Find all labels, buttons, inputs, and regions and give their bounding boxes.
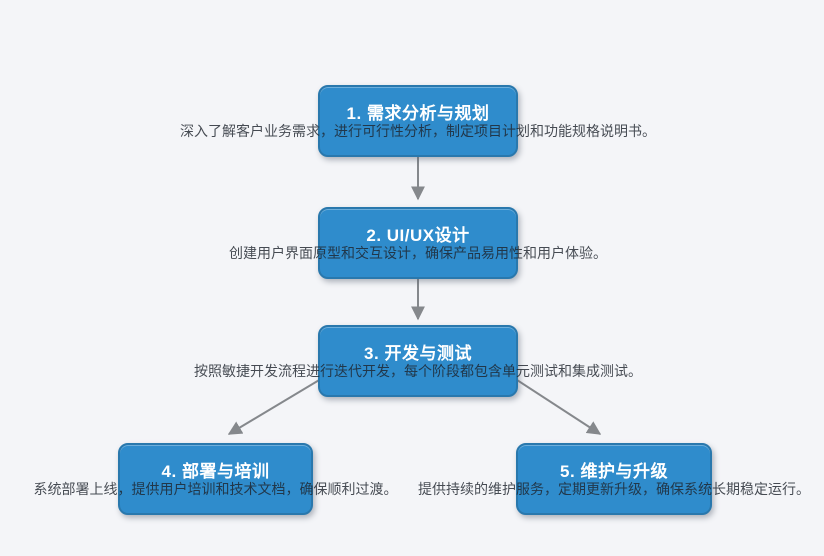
flow-node-box: 1. 需求分析与规划	[318, 85, 518, 157]
flow-node-description: 按照敏捷开发流程进行迭代开发，每个阶段都包含单元测试和集成测试。	[194, 363, 642, 379]
flow-node-title: 1. 需求分析与规划	[346, 104, 490, 123]
flow-node-box: 3. 开发与测试	[318, 325, 518, 397]
flow-node-description: 提供持续的维护服务，定期更新升级，确保系统长期稳定运行。	[418, 481, 810, 497]
flow-node-title: 5. 维护与升级	[560, 462, 668, 481]
flow-node-box: 5. 维护与升级	[516, 443, 712, 515]
flow-node-title: 2. UI/UX设计	[366, 226, 470, 245]
flow-node-title: 4. 部署与培训	[161, 462, 270, 481]
flow-node-description: 深入了解客户业务需求，进行可行性分析，制定项目计划和功能规格说明书。	[180, 123, 656, 139]
flow-node-box: 4. 部署与培训	[118, 443, 313, 515]
flow-node-box: 2. UI/UX设计	[318, 207, 518, 279]
flow-node-title: 3. 开发与测试	[364, 344, 472, 363]
flow-node-description: 创建用户界面原型和交互设计，确保产品易用性和用户体验。	[229, 245, 607, 261]
flow-node-description: 系统部署上线，提供用户培训和技术文档，确保顺利过渡。	[33, 481, 398, 497]
